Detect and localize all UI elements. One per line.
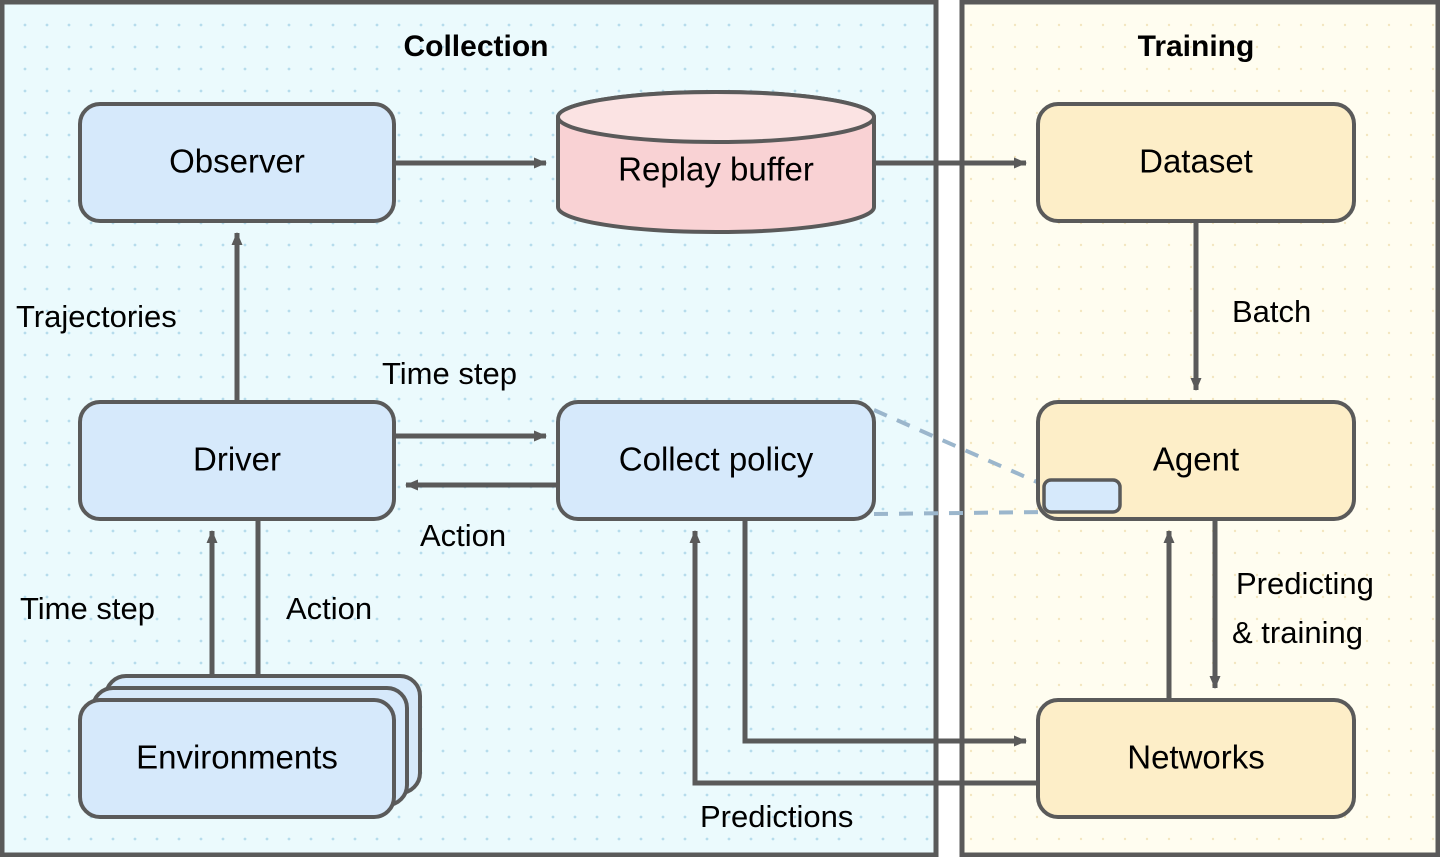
node-replay-buffer-label: Replay buffer bbox=[618, 151, 814, 188]
edge-collect-policy-to-networks bbox=[742, 519, 1027, 747]
edge-networks-to-collect-policy bbox=[689, 530, 1038, 786]
edge-label-predictions: Predictions bbox=[700, 799, 853, 834]
node-dataset-label: Dataset bbox=[1139, 143, 1253, 180]
node-dataset[interactable]: Dataset bbox=[1036, 102, 1356, 223]
node-driver[interactable]: Driver bbox=[78, 400, 396, 521]
node-replay-buffer[interactable]: Replay buffer bbox=[556, 90, 876, 234]
edge-label-action-policy: Action bbox=[420, 518, 506, 553]
node-observer[interactable]: Observer bbox=[78, 102, 396, 223]
node-networks-label: Networks bbox=[1127, 739, 1265, 776]
node-observer-label: Observer bbox=[169, 143, 305, 180]
edge-label-time-step-policy: Time step bbox=[382, 356, 517, 391]
edge-collect-policy-to-agent-chip-bottom bbox=[873, 510, 1047, 516]
edge-label-time-step-environments: Time step bbox=[20, 591, 155, 626]
node-agent-label: Agent bbox=[1153, 441, 1239, 478]
edge-collect-policy-to-agent-chip-top bbox=[873, 408, 1047, 488]
edge-label-trajectories: Trajectories bbox=[16, 299, 177, 334]
edges-layer bbox=[206, 157, 1221, 786]
panel-training-title: Training bbox=[1138, 30, 1255, 63]
edge-label-batch: Batch bbox=[1232, 294, 1311, 329]
edge-label-training: & training bbox=[1232, 615, 1363, 650]
node-collect-policy[interactable]: Collect policy bbox=[556, 400, 876, 521]
node-environments-label: Environments bbox=[136, 739, 338, 776]
node-collect-policy-label: Collect policy bbox=[619, 441, 814, 478]
panel-collection-title: Collection bbox=[403, 30, 548, 63]
agent-collect-policy-chip[interactable] bbox=[1042, 478, 1122, 514]
node-environments[interactable]: Environments bbox=[78, 674, 422, 819]
node-driver-label: Driver bbox=[193, 441, 281, 478]
edge-labels-layer: Trajectories Time step Action Time step … bbox=[16, 294, 1374, 834]
edge-label-predicting: Predicting bbox=[1236, 566, 1374, 601]
node-agent[interactable]: Agent bbox=[1036, 400, 1356, 521]
node-networks[interactable]: Networks bbox=[1036, 698, 1356, 819]
edge-label-action-environments: Action bbox=[286, 591, 372, 626]
